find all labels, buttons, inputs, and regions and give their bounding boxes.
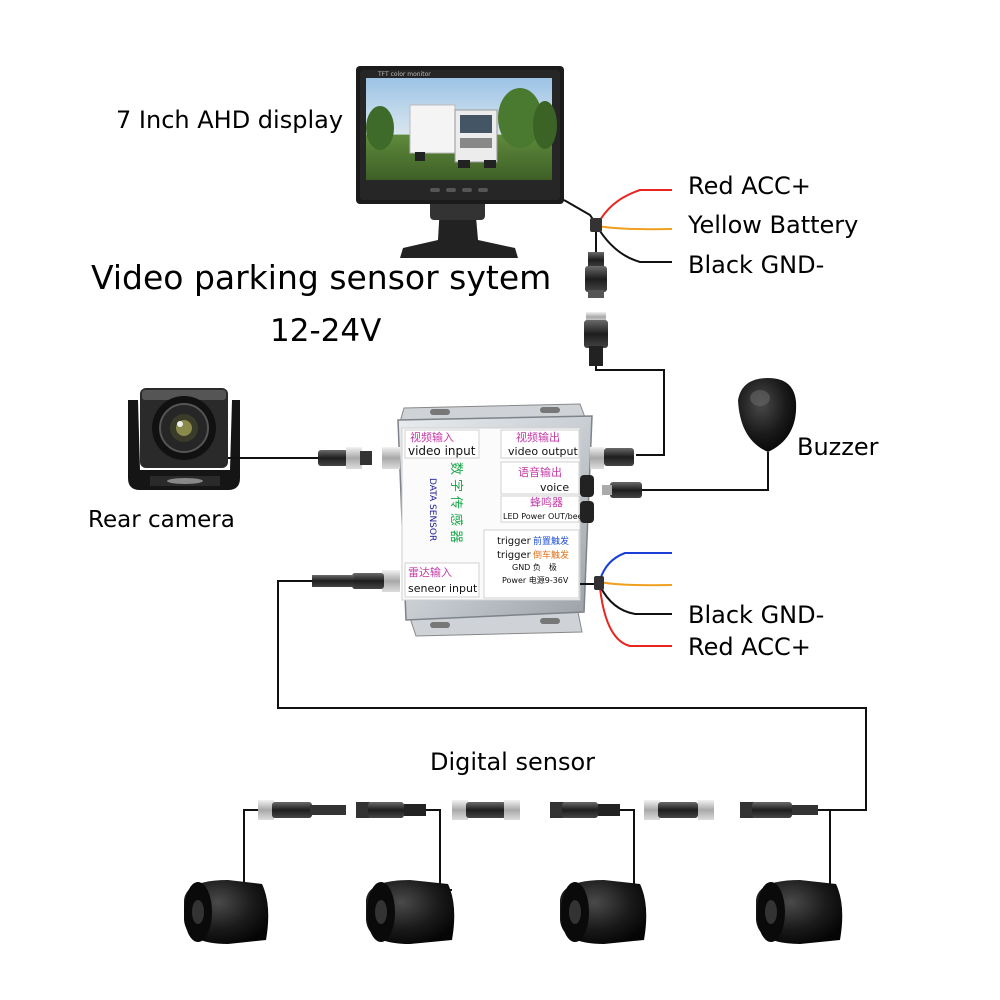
video-output-cn: 视频输出 <box>516 430 560 444</box>
trigger1-cn: 前置触发 <box>533 535 569 547</box>
video-input-cn: 视频输入 <box>410 430 454 444</box>
sensor-input-en: seneor input <box>408 582 478 595</box>
buzzer-label: Buzzer <box>797 433 879 461</box>
buzzer-device <box>738 378 797 452</box>
box-wire-splice <box>594 576 604 590</box>
rear-camera <box>128 388 240 490</box>
box-red-acc-label: Red ACC+ <box>688 633 811 661</box>
sensor-3 <box>560 880 647 944</box>
box-black-gnd-label: Black GND- <box>688 601 825 629</box>
control-box-labels: 视频输入 video input 视频输出 video output 语音输出 … <box>408 430 588 595</box>
monitor-caption: TFT color monitor <box>377 71 431 78</box>
rear-camera-label: Rear camera <box>88 507 235 533</box>
voice-cn: 语音输出 <box>518 465 562 479</box>
display-label: 7 Inch AHD display <box>116 106 344 134</box>
red-acc-label: Red ACC+ <box>688 172 811 200</box>
trigger2-cn: 倒车触发 <box>533 549 569 561</box>
truck-image <box>409 104 498 168</box>
video-output-cable <box>595 366 665 456</box>
voltage-label: 12-24V <box>270 313 382 349</box>
power-label: Power 电源9-36V <box>502 575 569 585</box>
buzzer-cable <box>640 452 769 491</box>
gnd-label: GND 负 极 <box>512 562 557 572</box>
diagram-title: Video parking sensor sytem <box>91 258 552 297</box>
wire-splice <box>590 218 602 232</box>
yellow-battery-label: Yellow Battery <box>688 211 859 239</box>
box-power-wires <box>580 552 673 647</box>
beep-en: LED Power OUT/beep <box>503 512 588 521</box>
display-power-wires <box>563 189 673 263</box>
trigger1-en: trigger <box>497 536 532 547</box>
sensor-chain <box>243 800 836 891</box>
trigger2-en: trigger <box>497 550 532 561</box>
sensor-4 <box>756 880 843 944</box>
monitor-display: TFT color monitor <box>356 66 564 258</box>
voice-en: voice <box>540 481 569 494</box>
data-sensor-control-box <box>397 403 593 637</box>
black-gnd-label: Black GND- <box>688 251 825 279</box>
sensor-2 <box>366 880 455 944</box>
data-sensor-cn: 数字传感器 <box>448 462 464 547</box>
video-output-en: video output <box>508 445 579 458</box>
digital-sensor-label: Digital sensor <box>430 748 595 776</box>
buzzer-plug <box>602 482 642 498</box>
box-port-connectors <box>312 447 634 592</box>
sensor-input-cn: 雷达输入 <box>408 565 452 579</box>
data-sensor-en: DATA SENSOR <box>427 478 437 541</box>
beep-cn: 蜂鸣器 <box>530 495 563 509</box>
monitor-aviation-connector <box>584 252 608 366</box>
video-input-en: video input <box>408 444 476 458</box>
sensor-heads <box>184 880 843 944</box>
sensor-trunk-cable <box>277 580 867 811</box>
sensor-1 <box>184 880 269 944</box>
camera-connector <box>318 447 372 469</box>
